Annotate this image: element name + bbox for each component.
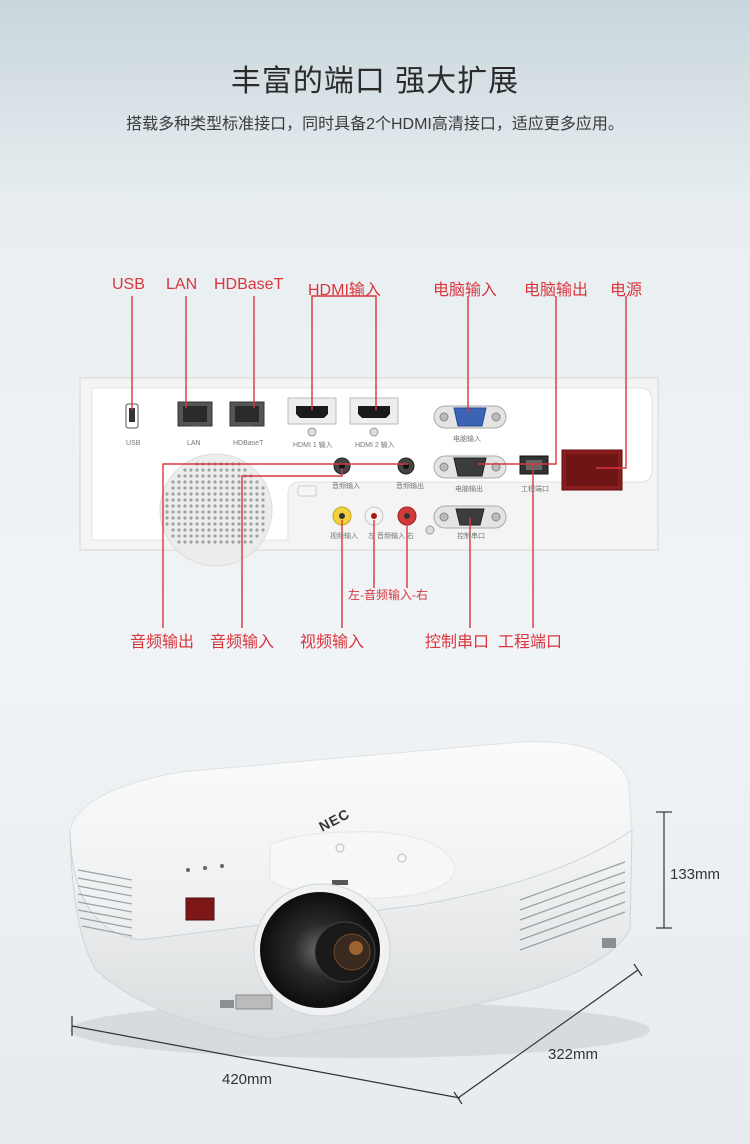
- panel-label-pc-out: 电脑输出: [455, 486, 483, 493]
- page-title: 丰富的端口 强大扩展: [230, 65, 520, 98]
- pc-in-port: [433, 405, 507, 429]
- callout-serial: 控制串口: [425, 634, 490, 651]
- callout-hdbaset: HDBaseT: [214, 276, 284, 293]
- panel-label-audio-lr: 左 音频输入 右: [368, 533, 414, 540]
- panel-label-serial: 控制串口: [457, 533, 485, 540]
- panel-label-audio-out: 音频输出: [396, 483, 424, 490]
- panel-label-service: 工程端口: [521, 486, 549, 493]
- speaker-grille: [159, 453, 273, 567]
- callout-audio-out: 音频输出: [130, 634, 195, 651]
- panel-label-video-in: 视频输入: [330, 533, 358, 540]
- lan-port: [177, 401, 213, 427]
- panel-label-usb: USB: [126, 440, 141, 447]
- dimension-height: 133mm: [670, 866, 721, 883]
- dimension-lines: [71, 811, 672, 1105]
- panel-label-pc-in: 电脑输入: [453, 436, 481, 443]
- callout-leaders: [131, 295, 627, 628]
- hdmi2-port: [349, 397, 399, 437]
- callout-lan: LAN: [166, 276, 198, 293]
- dimension-width: 420mm: [222, 1071, 273, 1088]
- dimension-depth: 322mm: [548, 1046, 599, 1063]
- page-subtitle: 搭载多种类型标准接口，同时具备2个HDMI高清接口，适应更多应用。: [126, 116, 624, 133]
- panel-label-lan: LAN: [187, 440, 201, 447]
- panel-label-hdmi1: HDMI 1 输入: [293, 442, 333, 449]
- callout-power: 电源: [610, 282, 643, 299]
- callout-video-in: 视频输入: [300, 634, 365, 651]
- hdmi1-port: [287, 397, 337, 437]
- panel-label-hdmi2: HDMI 2 输入: [355, 442, 395, 449]
- callout-hdmi-in: HDMI输入: [308, 282, 381, 299]
- pc-out-port: [433, 455, 507, 479]
- callout-pc-in: 电脑输入: [433, 282, 498, 299]
- callout-audio-in: 音频输入: [210, 634, 275, 651]
- hdbaset-port: [229, 401, 265, 427]
- callout-pc-out: 电脑输出: [524, 282, 589, 299]
- callout-service: 工程端口: [498, 634, 563, 651]
- panel-label-hdbaset: HDBaseT: [233, 440, 264, 447]
- callout-audio-lr: 左-音频输入-右: [348, 588, 428, 602]
- callout-usb: USB: [112, 276, 145, 293]
- panel-label-audio-in: 音频输入: [332, 483, 360, 490]
